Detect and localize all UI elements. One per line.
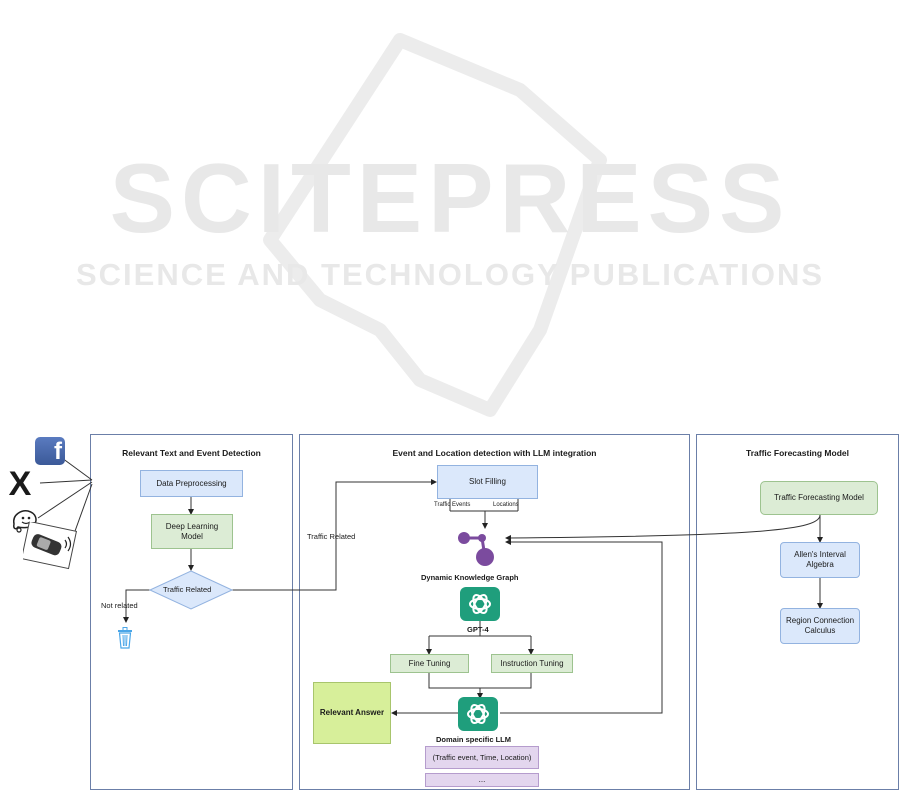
gpt4-label: GPT-4 [467, 625, 489, 634]
data-preprocessing-label: Data Preprocessing [156, 478, 227, 488]
fine-tuning-label: Fine Tuning [408, 658, 451, 668]
forecast-model-node: Traffic Forecasting Model [760, 481, 878, 515]
connected-car-icon [23, 522, 77, 570]
traffic-related-decision-label: Traffic Related [163, 585, 212, 594]
gpt4-logo-icon [460, 587, 500, 621]
traffic-events-label: Traffic Events [434, 502, 471, 508]
traffic-related-decision [149, 570, 233, 610]
locations-label: Locations [493, 502, 519, 508]
deep-learning-node: Deep Learning Model [151, 514, 233, 549]
scitepress-watermark: SCITEPRESS SCIENCE AND TECHNOLOGY PUBLIC… [76, 33, 824, 417]
data-preprocessing-node: Data Preprocessing [140, 470, 243, 497]
rcc-label: Region Connection Calculus [785, 616, 855, 635]
facebook-icon: f [35, 437, 65, 465]
llm-panel-title: Event and Location detection with LLM in… [392, 448, 597, 458]
domain-llm-label: Domain specific LLM [436, 735, 512, 744]
allen-interval-node: Allen's Interval Algebra [780, 542, 860, 578]
instruction-tuning-label: Instruction Tuning [500, 658, 564, 668]
output-tuple-node: (Traffic event, Time, Location) [425, 746, 539, 769]
watermark-subtitle: SCIENCE AND TECHNOLOGY PUBLICATIONS [76, 257, 824, 292]
forecast-panel-title: Traffic Forecasting Model [746, 448, 849, 458]
detection-panel-title: Relevant Text and Event Detection [122, 448, 261, 458]
ellipsis-label: ... [478, 775, 486, 784]
output-tuple-label: (Traffic event, Time, Location) [432, 753, 532, 762]
knowledge-graph-label: Dynamic Knowledge Graph [421, 573, 519, 582]
forecast-model-label: Traffic Forecasting Model [774, 493, 864, 502]
x-icon: X [8, 465, 32, 503]
relevant-answer-node: Relevant Answer [313, 682, 391, 744]
relevant-answer-label: Relevant Answer [319, 708, 385, 717]
rcc-node: Region Connection Calculus [780, 608, 860, 644]
slot-filling-node: Slot Filling [437, 465, 538, 499]
fine-tuning-node: Fine Tuning [390, 654, 469, 673]
allen-interval-label: Allen's Interval Algebra [794, 550, 846, 569]
traffic-related-edge-label: Traffic Related [307, 532, 356, 541]
trash-icon [118, 627, 132, 649]
deep-learning-label: Deep Learning Model [165, 521, 219, 541]
watermark-title: SCITEPRESS [110, 143, 791, 253]
instruction-tuning-node: Instruction Tuning [491, 654, 573, 673]
knowledge-graph-icon [458, 532, 494, 566]
not-related-label: Not related [101, 601, 138, 610]
domain-llm-logo-icon [458, 697, 498, 731]
slot-filling-label: Slot Filling [469, 477, 506, 486]
ellipsis-node: ... [425, 773, 539, 787]
